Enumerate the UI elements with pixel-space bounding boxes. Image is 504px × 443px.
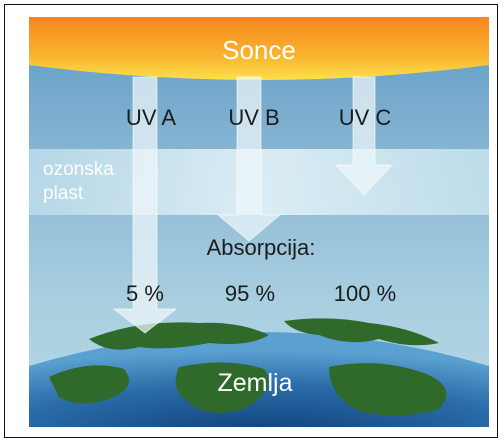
uv-c-label: UV C xyxy=(338,105,392,130)
arrow-uv-a xyxy=(112,76,178,334)
absorption-title: Absorpcija: xyxy=(206,235,316,260)
sun-label: Sonce xyxy=(222,35,296,65)
earth-shape xyxy=(29,318,489,427)
earth-landmass xyxy=(284,318,439,346)
diagram-canvas xyxy=(29,17,489,427)
uv-b-absorption: 95 % xyxy=(224,281,276,306)
earth-landmass xyxy=(175,362,269,413)
ozone-label-line2: plast xyxy=(43,183,84,204)
sun-shape xyxy=(29,17,489,80)
earth-landmass xyxy=(89,322,269,350)
uv-c-absorption: 100 % xyxy=(333,281,397,306)
uv-diagram: Sonce UV A UV B UV C ozonska plast Absor… xyxy=(29,17,489,427)
ozone-layer-label: ozonska plast xyxy=(43,158,114,206)
arrow-uv-b xyxy=(216,76,282,242)
earth-landmass xyxy=(329,363,447,416)
ozone-label-line1: ozonska xyxy=(43,159,114,180)
uv-a-absorption: 5 % xyxy=(126,281,164,306)
arrow-uv-c xyxy=(334,76,394,196)
earth-landmass xyxy=(49,365,129,404)
earth-label: Zemlja xyxy=(217,369,293,397)
uv-b-label: UV B xyxy=(228,105,280,130)
uv-a-label: UV A xyxy=(125,105,177,130)
